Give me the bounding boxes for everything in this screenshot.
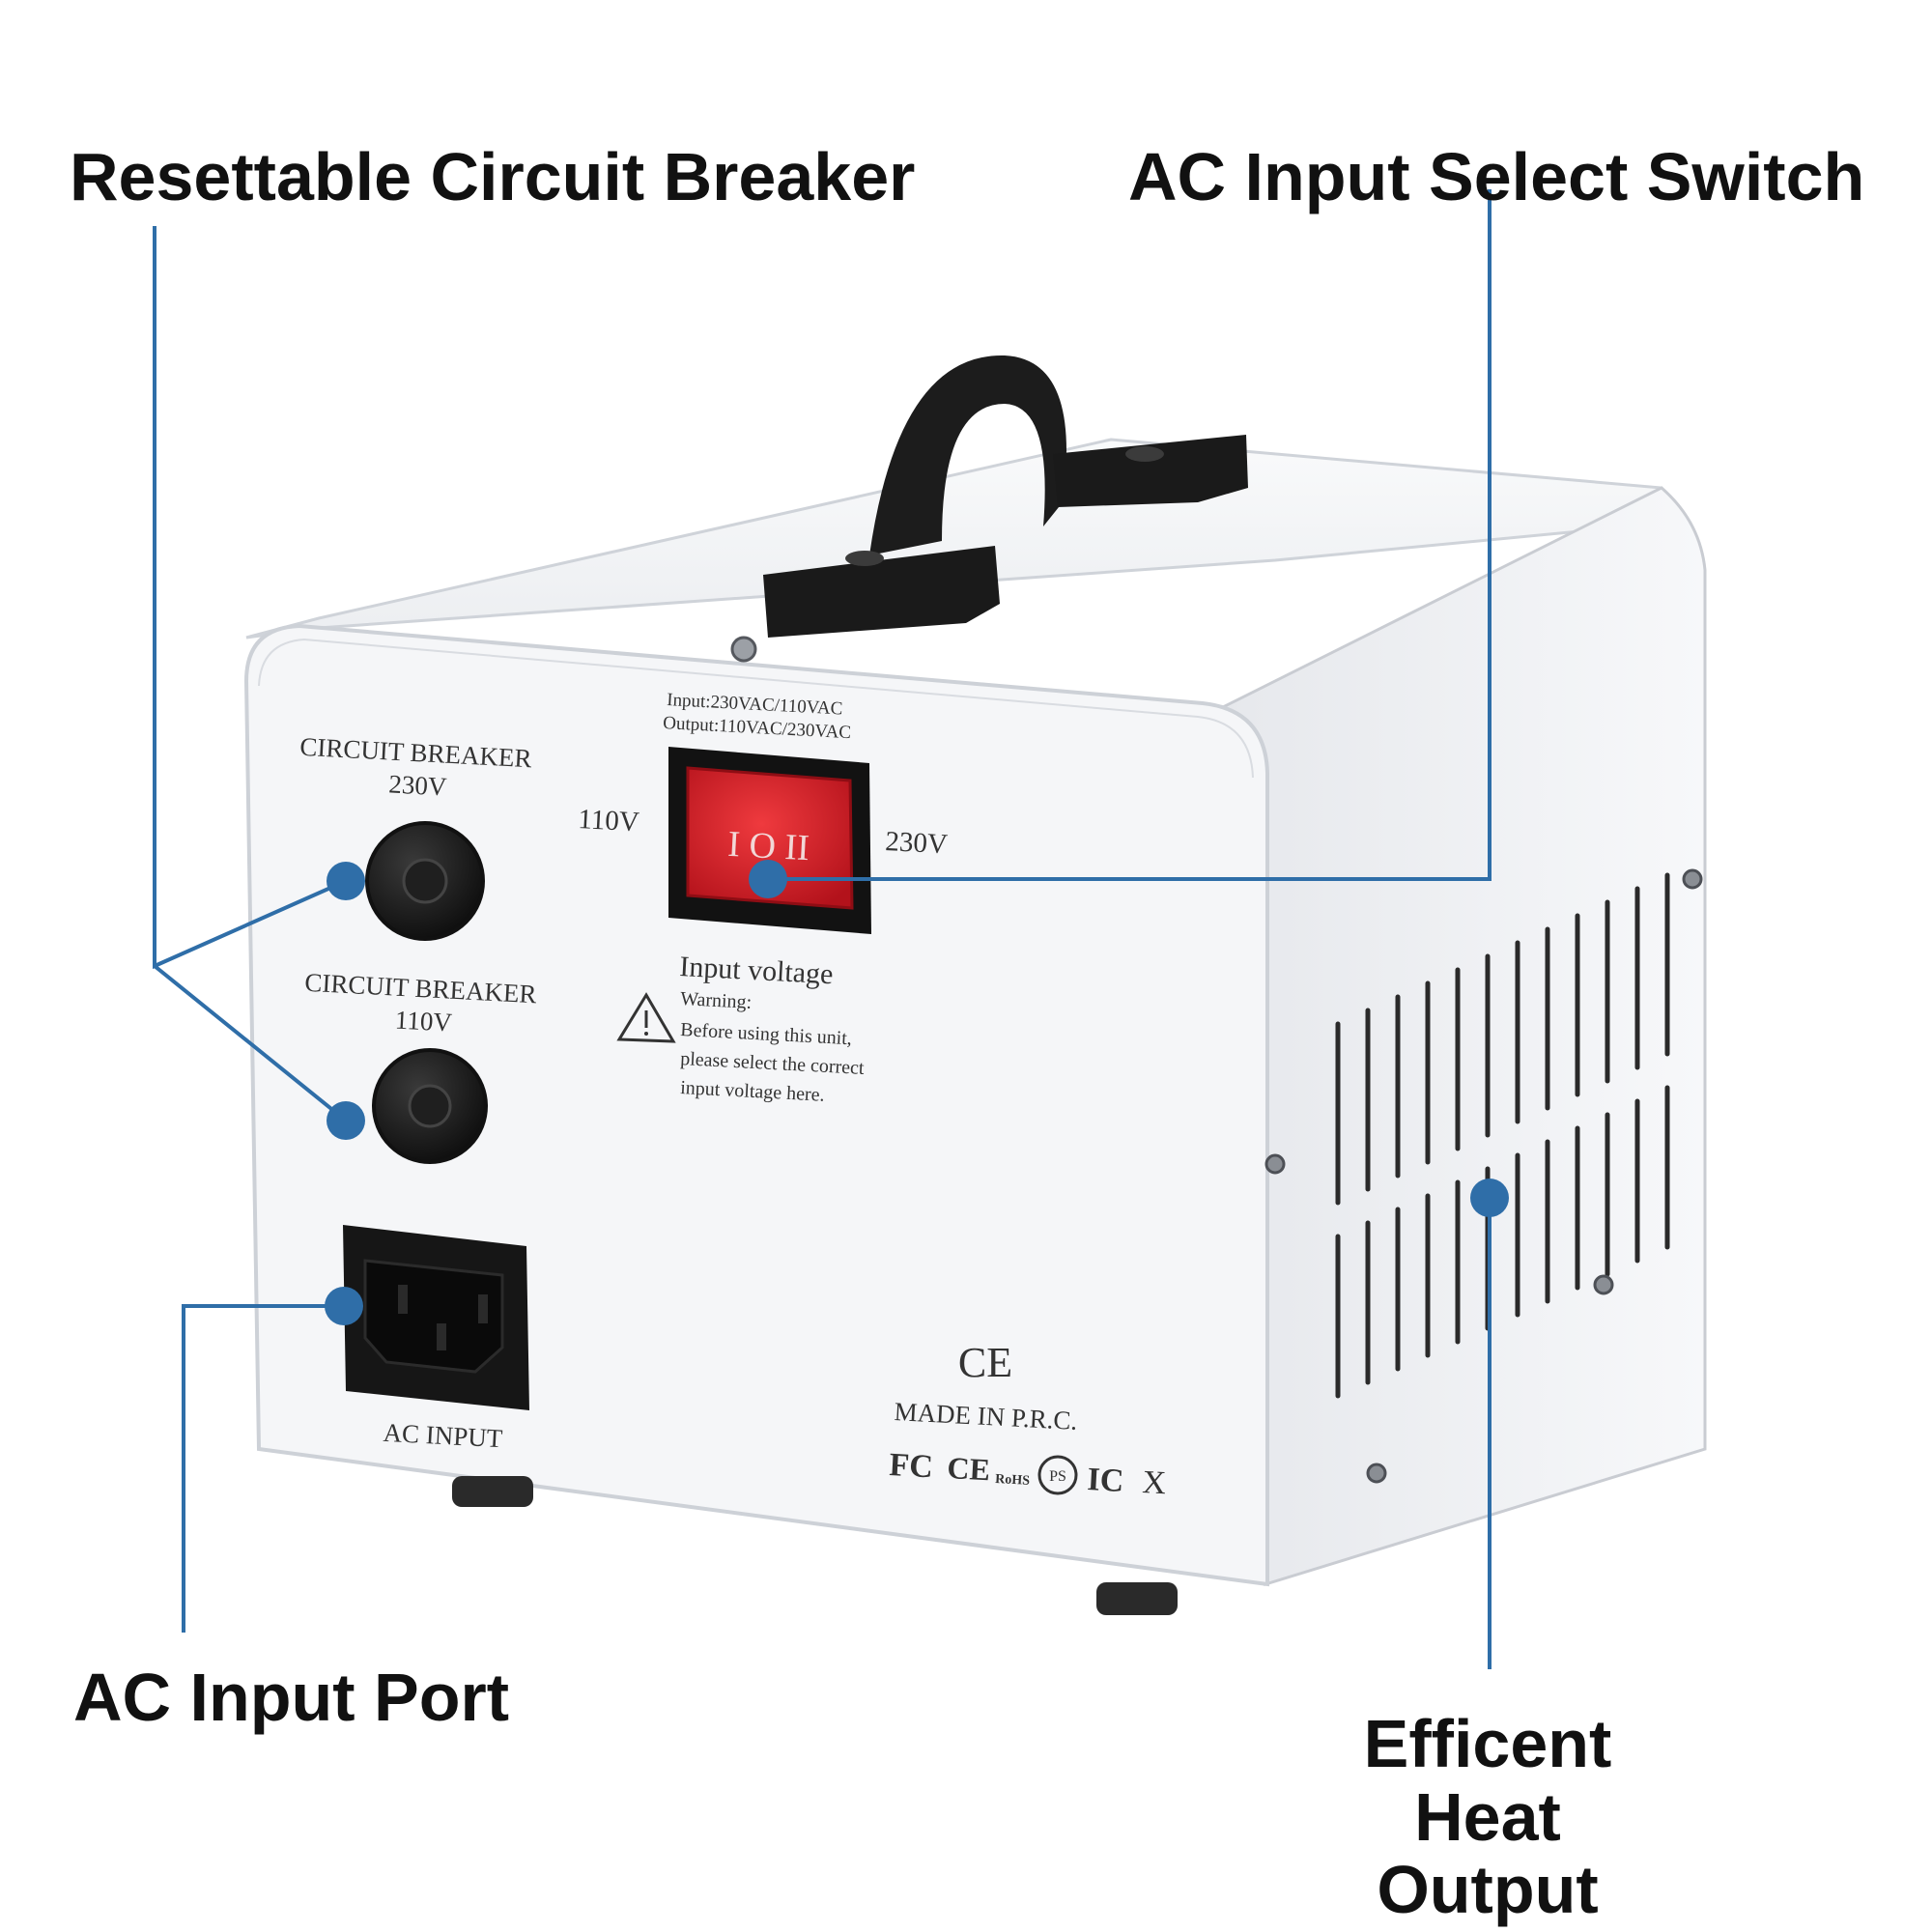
fcc-icon: FC — [889, 1447, 934, 1485]
case-side — [1212, 486, 1707, 1587]
top-screw — [730, 636, 757, 663]
ce-icon: CE — [947, 1450, 991, 1487]
screw — [1264, 1153, 1286, 1175]
callout-dots — [325, 860, 1509, 1325]
callout-resettable-circuit-breaker: Resettable Circuit Breaker — [70, 139, 916, 214]
socket-pin — [398, 1285, 408, 1314]
mount-hole — [845, 551, 884, 566]
carry-handle — [763, 355, 1248, 638]
warning-triangle-dot — [644, 1032, 648, 1036]
breaker-110v-dot — [327, 1101, 365, 1140]
vent-slots — [1335, 872, 1670, 1399]
switch-rocker[interactable] — [686, 766, 854, 910]
ic-icon: IC — [1087, 1462, 1125, 1499]
socket-pin — [437, 1323, 446, 1350]
breaker-110v-button[interactable] — [408, 1084, 452, 1128]
breaker-110v-voltage: 110V — [394, 1005, 453, 1037]
callout-heat-output-line1: Efficent — [1363, 1706, 1612, 1781]
callout-heat-output: Efficent Heat Output — [1304, 1706, 1671, 1928]
handle-strap — [869, 355, 1066, 555]
foot — [1096, 1582, 1178, 1615]
side-screws — [1264, 868, 1703, 1484]
callout-lines — [153, 189, 1492, 1669]
callout-ac-input-select-switch: AC Input Select Switch — [1128, 139, 1865, 214]
switch-dot — [749, 860, 787, 898]
warning-triangle-icon — [616, 992, 676, 1043]
socket-pin — [478, 1294, 488, 1323]
heat-output-dot — [1470, 1179, 1509, 1217]
ac-port-dot — [325, 1287, 363, 1325]
screw — [1593, 1274, 1614, 1295]
weee-bin-icon: X — [1142, 1464, 1167, 1501]
callout-heat-output-line2: Heat Output — [1377, 1778, 1599, 1928]
ac-input-socket[interactable]: AC INPUT — [343, 1225, 529, 1453]
ac-input-label: AC INPUT — [383, 1418, 504, 1453]
breaker-230v-dot — [327, 862, 365, 900]
handle-mount-rear — [1053, 435, 1248, 507]
pse-icon — [1037, 1455, 1078, 1495]
foot — [452, 1476, 533, 1507]
switch-left-voltage: 110V — [578, 804, 640, 838]
switch-callout-line — [768, 189, 1492, 881]
callout-ac-input-port: AC Input Port — [73, 1660, 510, 1735]
breaker-callout-line — [153, 226, 348, 1122]
ce-mark: CE — [958, 1339, 1012, 1386]
mount-hole — [1125, 446, 1164, 462]
port-callout-line — [182, 1304, 344, 1633]
pse-icon-text: PS — [1049, 1468, 1066, 1485]
rohs-icon: RoHS — [995, 1472, 1031, 1489]
switch-right-voltage: 230V — [885, 826, 949, 860]
panel-border — [258, 638, 1254, 779]
voltage-select-switch[interactable]: Input:230VAC/110VAC Output:110VAC/230VAC… — [578, 690, 949, 1106]
screw — [1682, 868, 1703, 890]
breaker-230v-voltage: 230V — [388, 769, 448, 801]
warning-triangle-shape — [616, 992, 676, 1043]
handle-mount-front — [763, 546, 1000, 638]
screw — [1366, 1463, 1387, 1484]
warning-title: Warning: — [680, 988, 753, 1013]
breaker-230v-button[interactable] — [402, 858, 448, 904]
